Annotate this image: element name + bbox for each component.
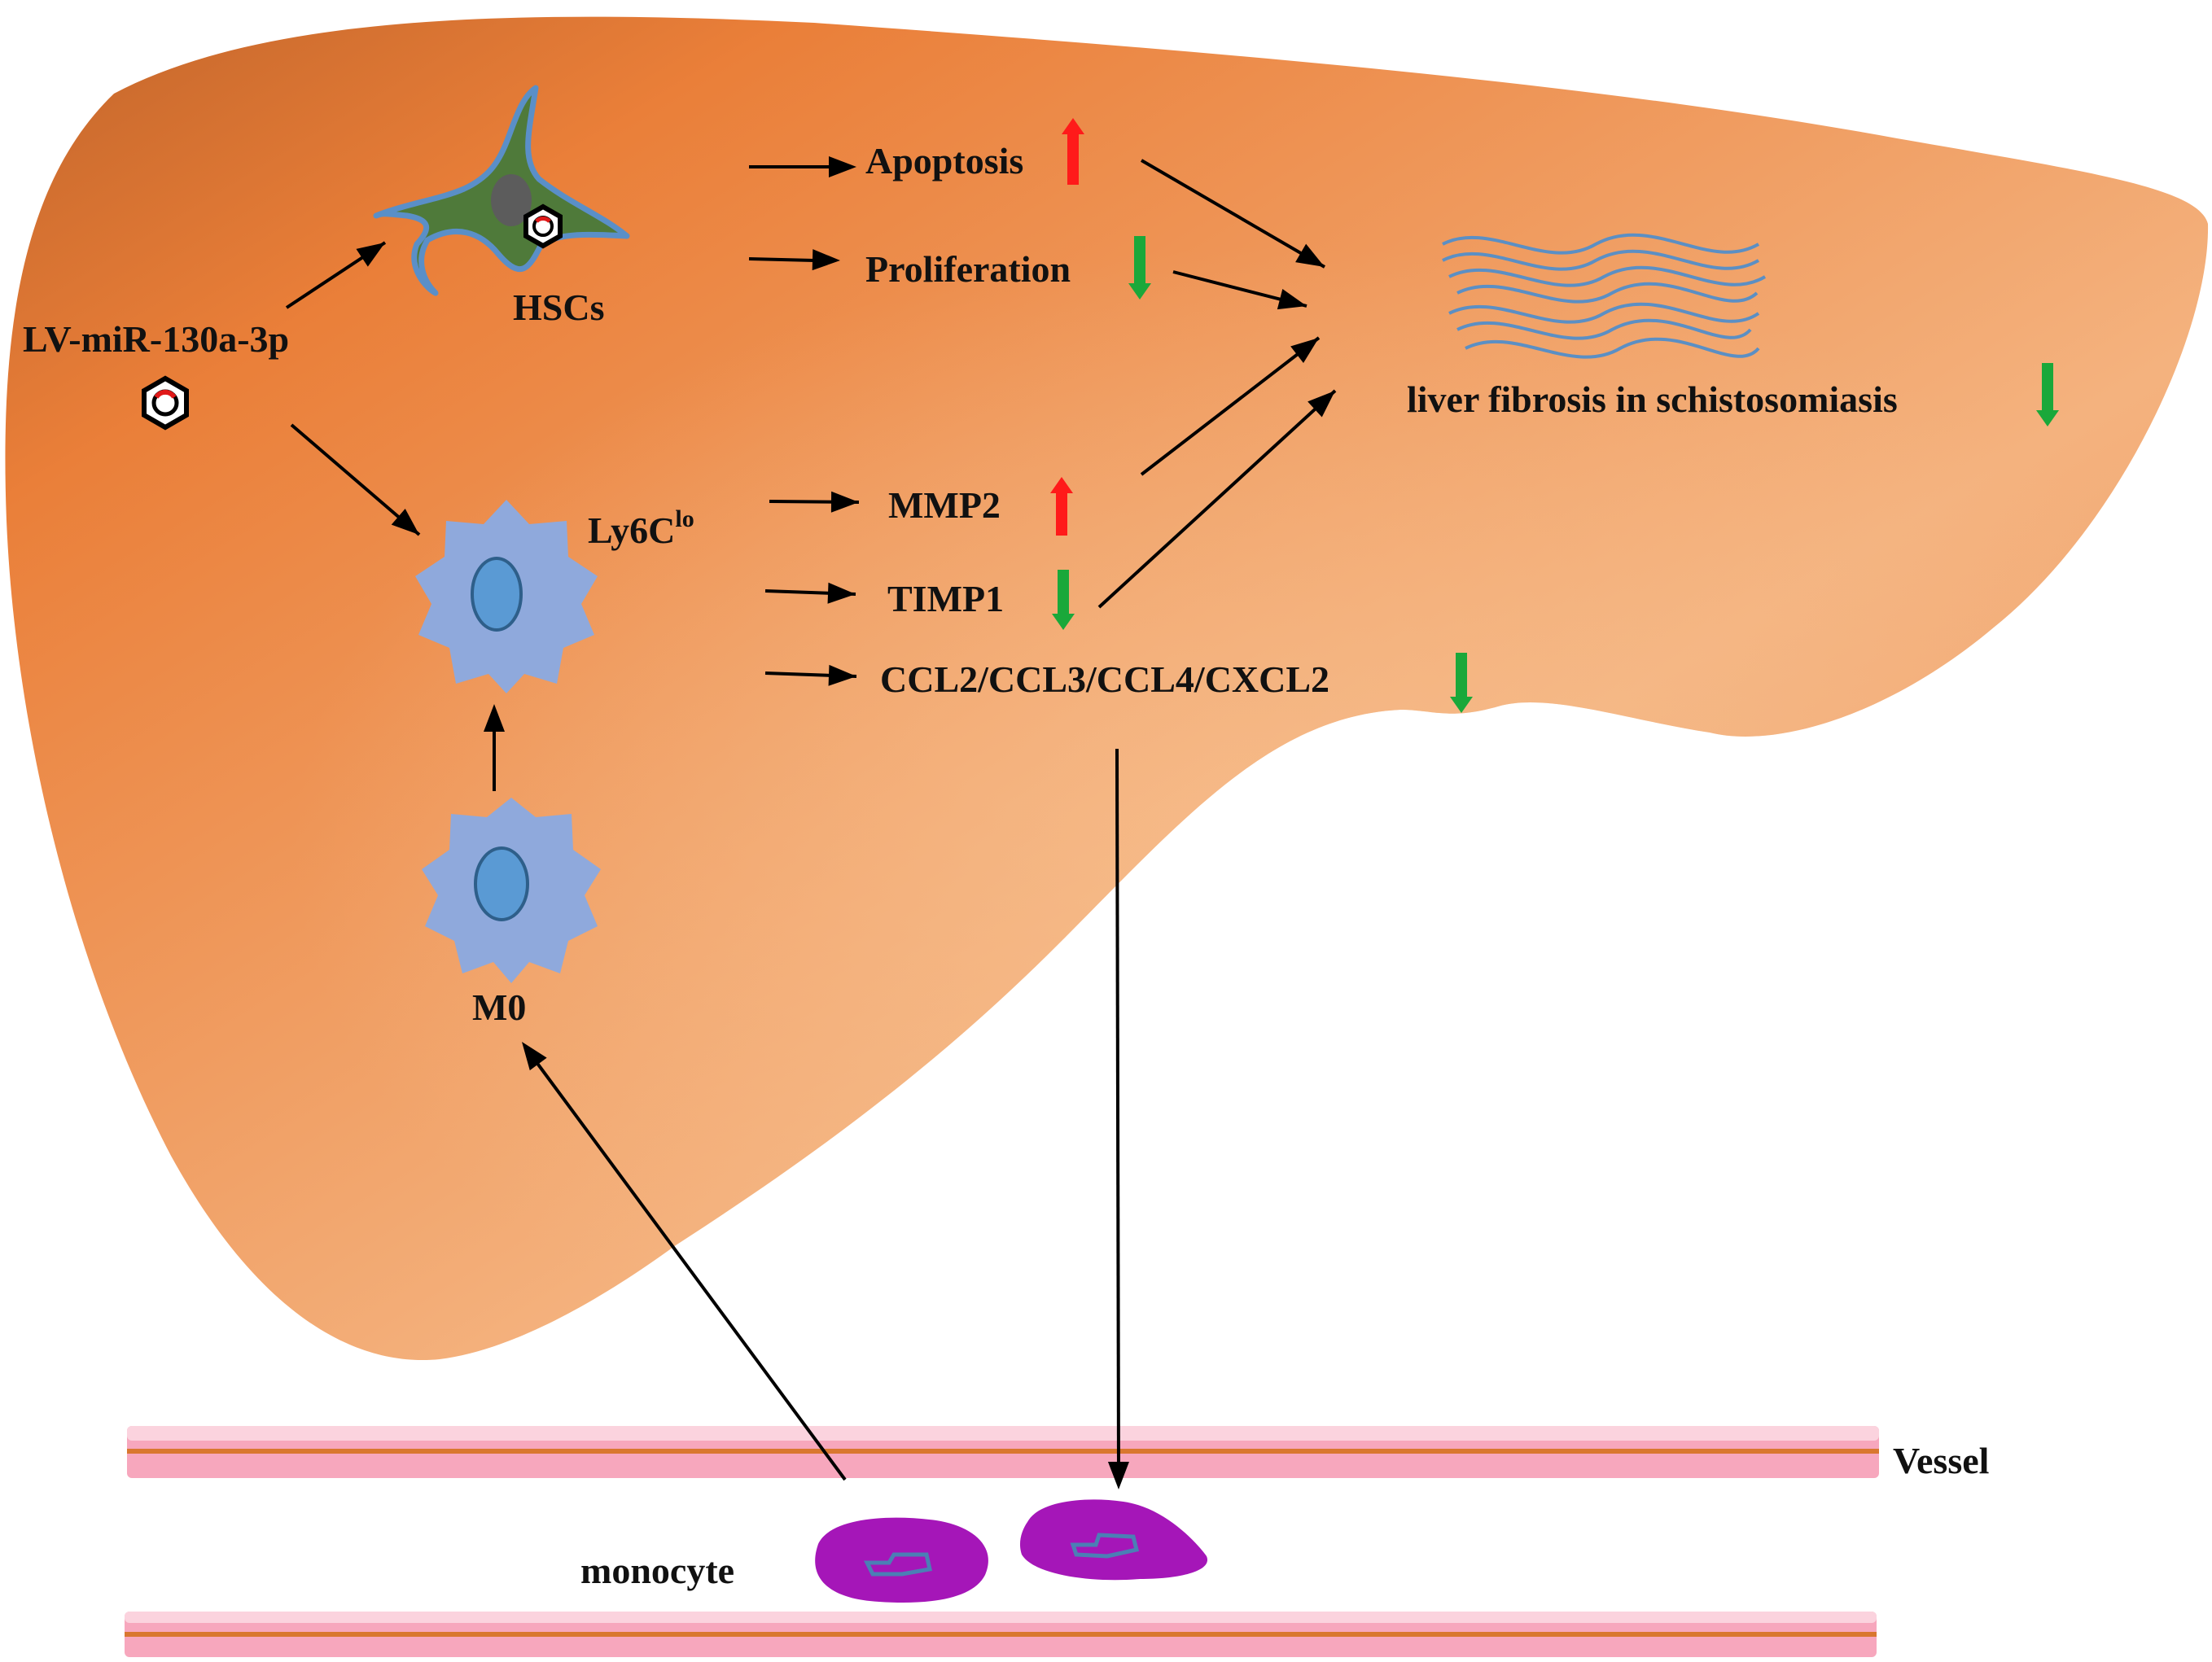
down-arrow-icon bbox=[1052, 570, 1075, 630]
down-arrow-icon bbox=[2036, 363, 2059, 426]
monocyte-cell-2 bbox=[1019, 1499, 1208, 1581]
timp1-label: TIMP1 bbox=[887, 578, 1004, 619]
m0-macrophage-nucleus bbox=[474, 846, 529, 921]
mmp2-label: MMP2 bbox=[888, 484, 1001, 526]
arrow-monocyte-to-m0 bbox=[530, 1054, 847, 1481]
ly6c-main: Ly6C bbox=[588, 510, 675, 551]
hsc-cell bbox=[373, 85, 630, 296]
up-arrow-icon bbox=[1062, 118, 1084, 185]
down-arrow-icon bbox=[1450, 653, 1473, 713]
ly6c-macrophage-nucleus bbox=[471, 557, 523, 632]
ccl-label: CCL2/CCL3/CCL4/CXCL2 bbox=[880, 658, 1329, 700]
arrow-hsc-proliferation bbox=[748, 257, 815, 262]
vessel-label: Vessel bbox=[1893, 1440, 1989, 1481]
ly6c-macrophage bbox=[415, 500, 598, 693]
arrow-mmp2-fibrosis bbox=[1140, 336, 1321, 476]
monocyte-cell-1 bbox=[815, 1517, 988, 1603]
arrow-timp1-fibrosis bbox=[1097, 389, 1337, 609]
arrow-ccl-to-vessel bbox=[1115, 748, 1120, 1474]
down-arrow-icon bbox=[1128, 236, 1151, 300]
ly6c-superscript: lo bbox=[675, 505, 694, 532]
apoptosis-label: Apoptosis bbox=[865, 140, 1023, 182]
fibrosis-label: liver fibrosis in schistosomiasis bbox=[1407, 378, 1898, 420]
lv-mir-label: LV-miR-130a-3p bbox=[23, 318, 289, 360]
vessel bbox=[125, 1426, 1879, 1657]
up-arrow-icon bbox=[1050, 477, 1073, 536]
lentivirus-icon bbox=[142, 375, 189, 431]
arrowheads bbox=[356, 156, 1335, 1489]
arrow-apoptosis-fibrosis bbox=[1140, 159, 1326, 269]
m0-label: M0 bbox=[472, 986, 526, 1028]
hscs-label: HSCs bbox=[513, 286, 604, 328]
ly6c-label: Ly6Clo bbox=[588, 505, 694, 551]
monocyte-label: monocyte bbox=[580, 1550, 734, 1591]
arrow-lv-to-ly6c bbox=[290, 423, 421, 536]
fibrosis-icon bbox=[1442, 233, 1767, 359]
liver-highlight bbox=[5, 16, 2209, 1361]
hsc-lentivirus-icon bbox=[523, 203, 563, 249]
hsc-nucleus bbox=[491, 174, 532, 226]
proliferation-label: Proliferation bbox=[865, 248, 1071, 290]
m0-macrophage bbox=[422, 798, 601, 983]
